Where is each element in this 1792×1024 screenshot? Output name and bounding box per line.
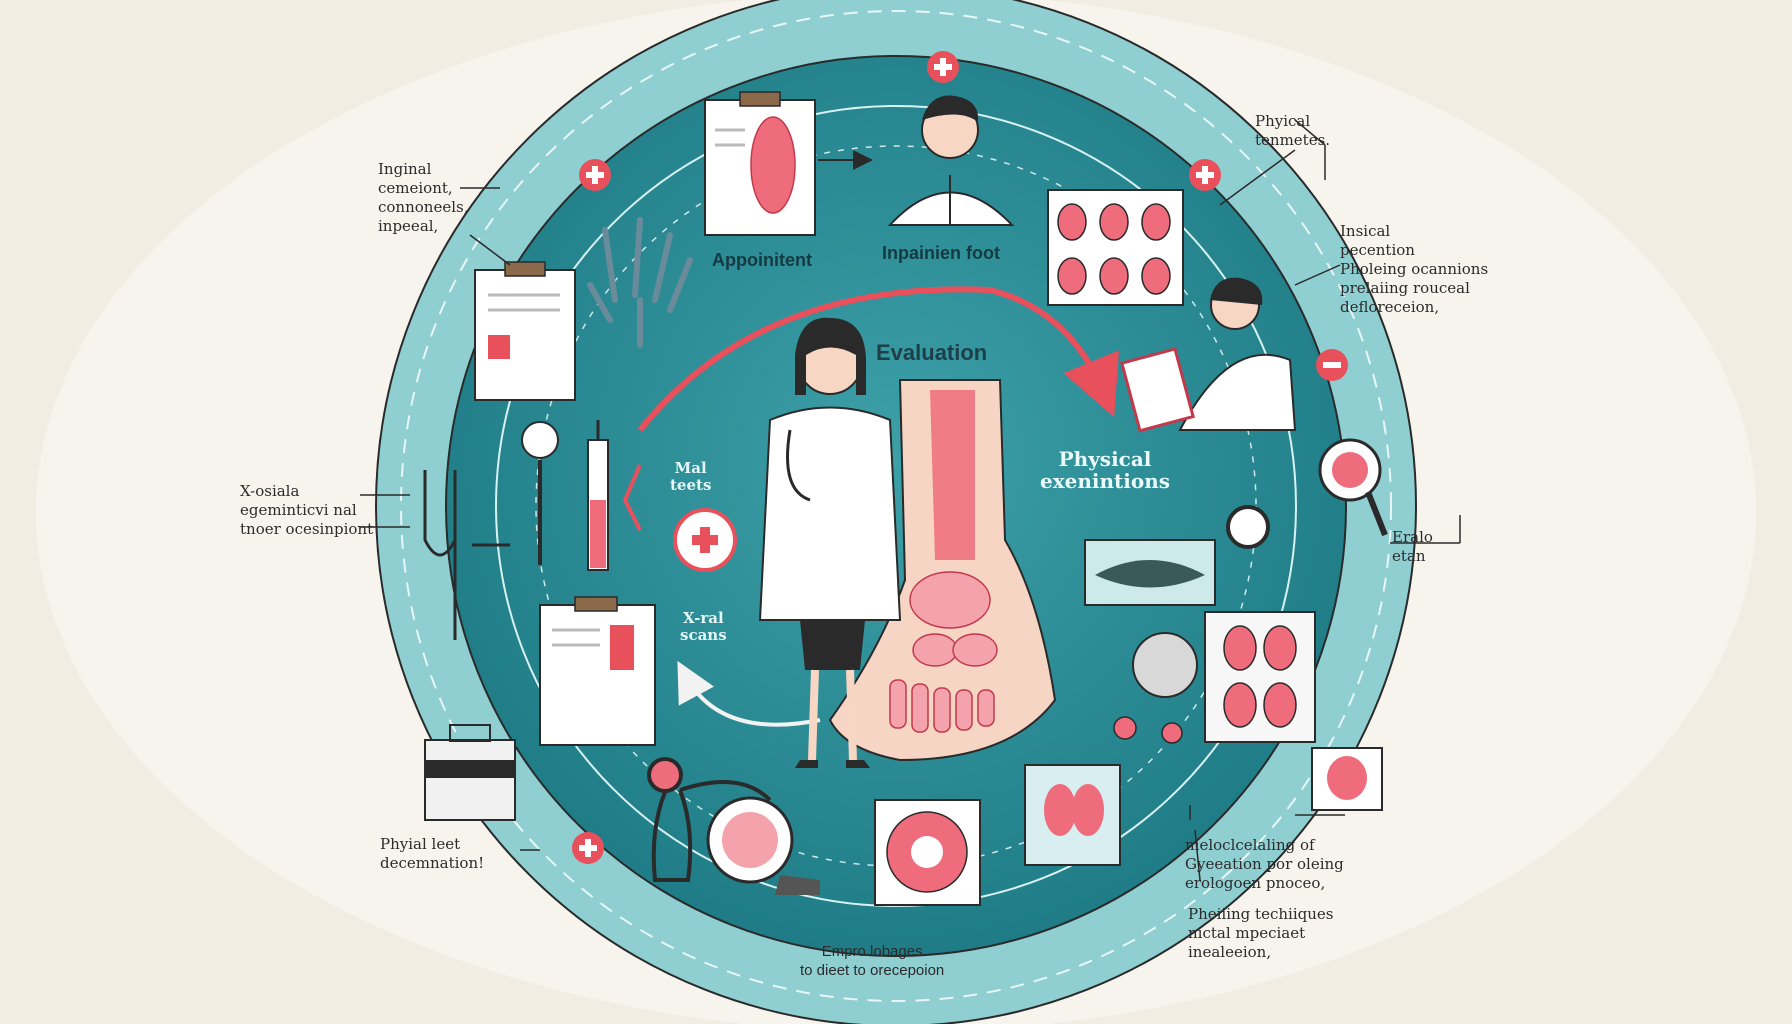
briefcase-icon [424, 724, 516, 821]
scan-panel-icon [1311, 747, 1383, 811]
scan-panel-icon [1204, 611, 1316, 743]
process-arrow-red [637, 286, 1120, 432]
stethoscope-icon [786, 429, 811, 502]
hand-bones-icon [587, 217, 693, 348]
medical-cross-icon [1189, 159, 1221, 191]
doctor-icon [887, 95, 1015, 226]
medical-cross-icon [579, 159, 611, 191]
callout-top-right: Phyical tenmetes. [1255, 112, 1331, 149]
ring-icon [1226, 505, 1270, 549]
foot-xray-illustration [828, 379, 1057, 762]
callout-right-mid: Insical pecention Pholeing ocannions pre… [1340, 222, 1489, 316]
pill-icon [1161, 722, 1183, 744]
callout-bottom-right-1: nieloclcelaling of Gyeeation por oleing … [1185, 836, 1344, 892]
scan-panel-icon [874, 799, 981, 906]
doctor-icon [758, 317, 902, 768]
stage-label-xray-scans: X-ral scans [680, 609, 727, 644]
magnifier-icon [1318, 438, 1388, 537]
outer-dashed-path [400, 10, 1392, 1002]
stethoscope-icon [647, 757, 772, 882]
pill-icon [1113, 716, 1137, 740]
callout-bottom-center: Empro lobages to dieet to orecepoion [800, 943, 945, 979]
callout-left-mid: X-osiala egeminticvi nal tnoer ocesinpio… [240, 482, 374, 538]
callout-bottom-right-2: Pheiiing techiiques nictal mpeciaet inea… [1188, 905, 1334, 961]
scan-panel-icon [1047, 189, 1184, 306]
scan-panel-icon [1024, 764, 1121, 866]
medical-cross-icon [927, 51, 959, 83]
callout-bottom-left: Phyial leet decemnation! [380, 835, 485, 872]
syringe-icon [587, 420, 609, 571]
bone-cross-section-icon [1132, 632, 1198, 698]
clipboard-icon [474, 261, 576, 401]
stage-label-meal-tests: Mal teets [670, 459, 712, 494]
stethoscope-icon [423, 470, 510, 640]
doctor-icon [1120, 277, 1297, 433]
stage-label-inpainment-foot: Inpainien foot [882, 243, 1000, 263]
clipboard-icon [704, 91, 816, 236]
stage-label-physical-exam: Physical exenintions [1040, 447, 1171, 493]
medical-cross-icon [673, 508, 737, 572]
medical-cross-icon [1316, 349, 1348, 381]
reflex-hammer-icon [521, 421, 559, 565]
tongue-depressor-icon [622, 464, 642, 531]
magnifier-icon [706, 796, 820, 895]
medical-cross-icon [572, 832, 604, 864]
scan-panel-icon [1084, 539, 1216, 606]
process-arrow-return [677, 660, 821, 727]
stage-label-appointment: Appoinitent [712, 250, 812, 270]
callout-right-lower: Eralo etan [1392, 528, 1433, 565]
center-title: Evaluation [876, 340, 988, 365]
clipboard-icon [539, 596, 656, 746]
callout-top-left: Inginal cemeiont, connoneels, inpeeal, [378, 160, 469, 235]
callout-leaders [360, 119, 1461, 881]
